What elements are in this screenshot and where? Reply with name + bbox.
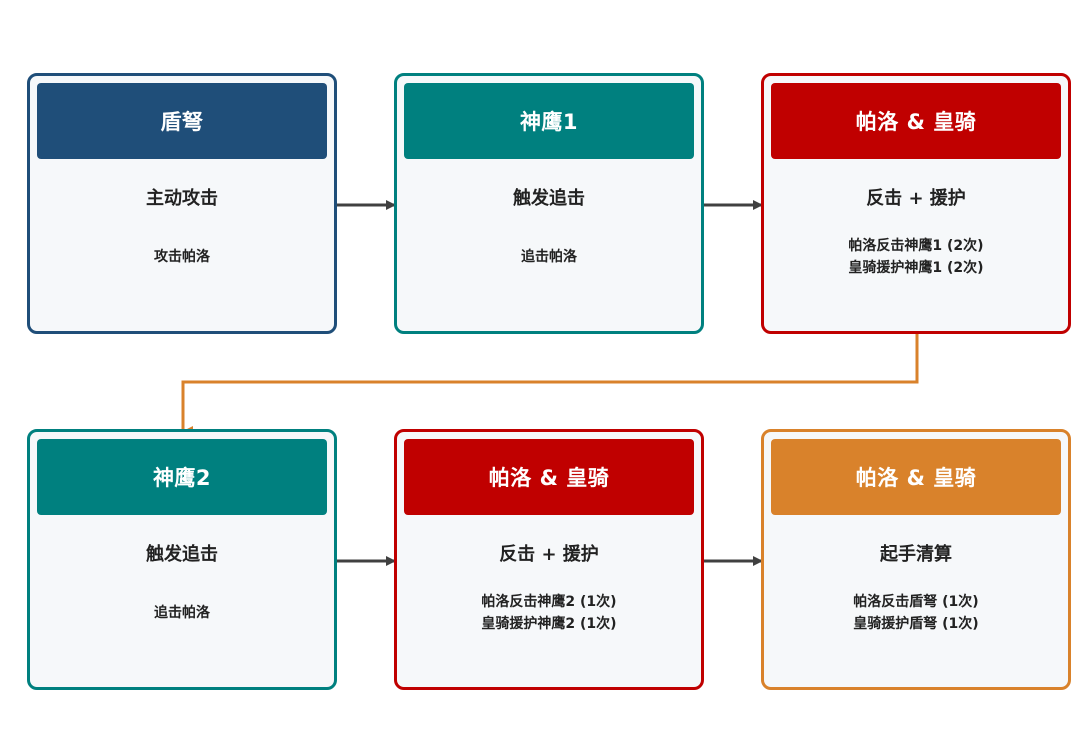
node-title: 帕洛 & 皇骑 bbox=[404, 439, 694, 515]
node-detail: 追击帕洛 bbox=[397, 246, 701, 268]
node-title: 神鹰2 bbox=[37, 439, 327, 515]
node-eagle1-pursuit: 神鹰1 触发追击 追击帕洛 bbox=[394, 73, 704, 334]
node-counter-guard-2: 帕洛 & 皇骑 反击 + 援护 帕洛反击神鹰2 (1次) 皇骑援护神鹰2 (1次… bbox=[394, 429, 704, 690]
node-detail: 攻击帕洛 bbox=[30, 246, 334, 268]
node-title: 帕洛 & 皇骑 bbox=[771, 439, 1061, 515]
node-detail-line: 追击帕洛 bbox=[521, 249, 577, 265]
node-detail: 帕洛反击盾弩 (1次) 皇骑援护盾弩 (1次) bbox=[764, 591, 1068, 635]
node-shield-crossbow-attack: 盾弩 主动攻击 攻击帕洛 bbox=[27, 73, 337, 334]
node-detail-line: 帕洛反击神鹰2 (1次) bbox=[481, 594, 617, 610]
node-title: 盾弩 bbox=[37, 83, 327, 159]
node-title: 神鹰1 bbox=[404, 83, 694, 159]
node-detail: 帕洛反击神鹰1 (2次) 皇骑援护神鹰1 (2次) bbox=[764, 235, 1068, 279]
node-detail-line: 追击帕洛 bbox=[154, 605, 210, 621]
node-action: 触发追击 bbox=[146, 544, 218, 565]
node-detail-line: 皇骑援护神鹰1 (2次) bbox=[848, 260, 984, 276]
node-detail-line: 皇骑援护盾弩 (1次) bbox=[853, 616, 979, 632]
node-action: 反击 + 援护 bbox=[866, 188, 966, 209]
node-counter-guard-1: 帕洛 & 皇骑 反击 + 援护 帕洛反击神鹰1 (2次) 皇骑援护神鹰1 (2次… bbox=[761, 73, 1071, 334]
node-detail: 追击帕洛 bbox=[30, 602, 334, 624]
node-action: 起手清算 bbox=[880, 544, 952, 565]
node-action: 主动攻击 bbox=[146, 188, 218, 209]
node-opening-settlement: 帕洛 & 皇骑 起手清算 帕洛反击盾弩 (1次) 皇骑援护盾弩 (1次) bbox=[761, 429, 1071, 690]
node-detail: 帕洛反击神鹰2 (1次) 皇骑援护神鹰2 (1次) bbox=[397, 591, 701, 635]
node-eagle2-pursuit: 神鹰2 触发追击 追击帕洛 bbox=[27, 429, 337, 690]
node-detail-line: 攻击帕洛 bbox=[154, 249, 210, 265]
node-detail-line: 皇骑援护神鹰2 (1次) bbox=[481, 616, 617, 632]
node-detail-line: 帕洛反击盾弩 (1次) bbox=[853, 594, 979, 610]
node-detail-line: 帕洛反击神鹰1 (2次) bbox=[848, 238, 984, 254]
arrow-node3-to-node4 bbox=[181, 328, 919, 438]
node-title: 帕洛 & 皇骑 bbox=[771, 83, 1061, 159]
node-action: 触发追击 bbox=[513, 188, 585, 209]
node-action: 反击 + 援护 bbox=[499, 544, 599, 565]
